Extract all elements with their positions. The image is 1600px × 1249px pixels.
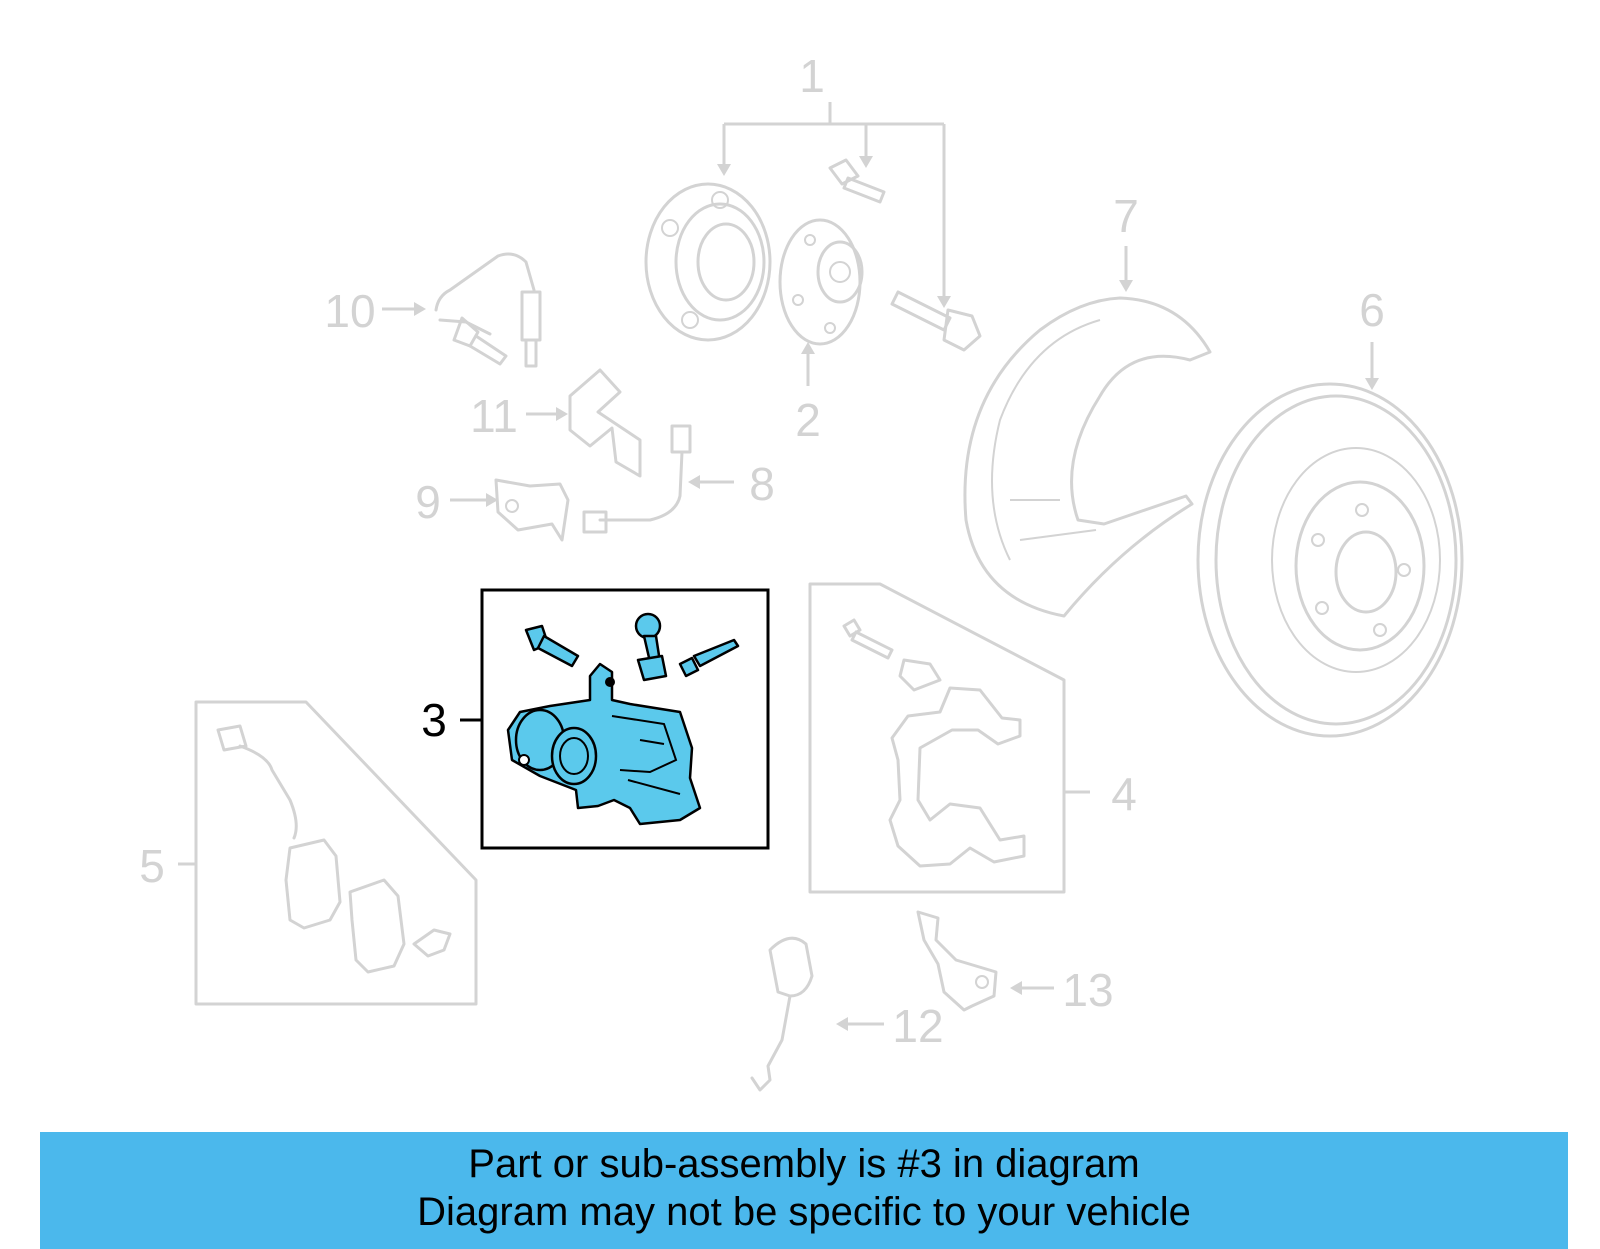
wheel-bearing-hub: [644, 182, 772, 342]
part-3-frame: [480, 588, 770, 850]
hub-bolt-top: [828, 158, 886, 204]
banner-line-2: Diagram may not be specific to your vehi…: [417, 1190, 1191, 1234]
callout-5: 5: [139, 840, 165, 892]
callout-2-group: 2: [795, 342, 821, 446]
callout-6-group: 6: [1359, 284, 1385, 390]
callout-7-group: 7: [1113, 190, 1139, 292]
caliper-bracket: [842, 618, 1026, 868]
brake-caliper-highlighted[interactable]: [506, 612, 740, 826]
callout-12: 12: [892, 1000, 943, 1052]
info-banner: Part or sub-assembly is #3 in diagram Di…: [40, 1132, 1568, 1249]
callout-9: 9: [415, 476, 441, 528]
callout-13-group: 13: [916, 910, 1114, 1016]
callout-4: 4: [1111, 768, 1137, 820]
hub-bolt-long: [890, 290, 982, 352]
callout-1-group: 1: [717, 50, 951, 308]
callout-11: 11: [470, 390, 518, 442]
callout-12-group: 12: [750, 936, 944, 1092]
callout-6: 6: [1359, 284, 1385, 336]
callout-3: 3: [421, 694, 447, 746]
wheel-hub-flange: [778, 218, 864, 346]
callout-11-group: 11: [470, 368, 642, 478]
callout-3-group: 3: [421, 588, 770, 850]
callout-2: 2: [795, 394, 821, 446]
callout-13: 13: [1062, 964, 1113, 1016]
brake-pads-set: [216, 724, 452, 974]
brake-rotor: [1196, 382, 1464, 738]
callout-4-group: 4: [808, 582, 1137, 894]
callout-8: 8: [749, 458, 775, 510]
callout-7: 7: [1113, 190, 1139, 242]
brake-dust-shield: [963, 296, 1212, 618]
callout-5-group: 5: [139, 700, 478, 1006]
callout-10-group: 10: [324, 285, 426, 337]
callout-9-group: 9: [415, 476, 570, 542]
callout-1: 1: [799, 50, 825, 102]
banner-line-1: Part or sub-assembly is #3 in diagram: [468, 1142, 1140, 1186]
abs-sensor-line: [434, 252, 542, 368]
callout-8-group: 8: [582, 424, 775, 534]
callout-10: 10: [324, 285, 375, 337]
